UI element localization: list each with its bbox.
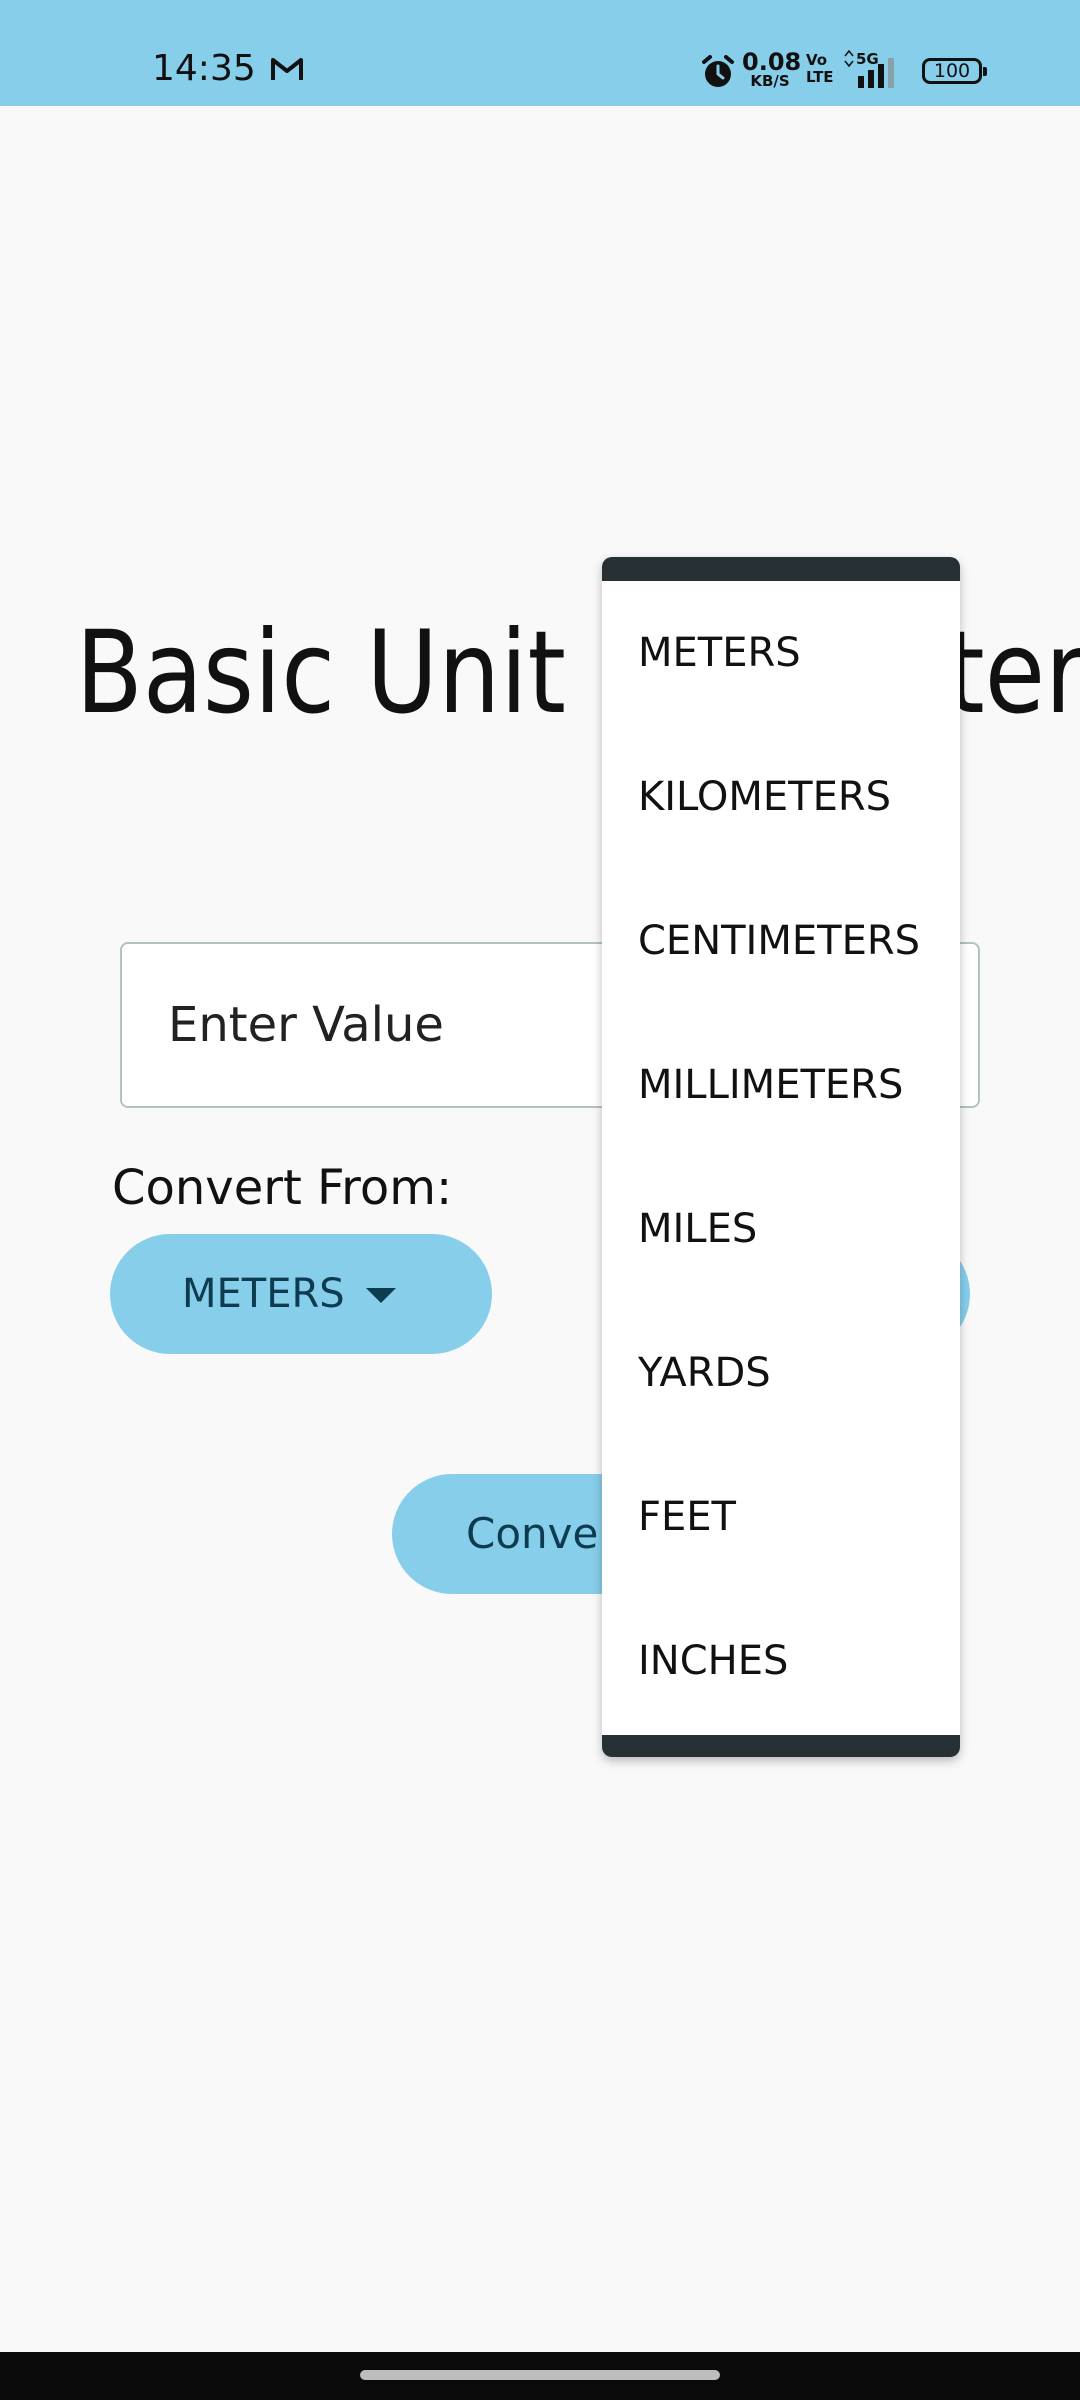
- dropdown-option-meters[interactable]: METERS: [638, 630, 801, 676]
- volte-bottom: LTE: [806, 68, 834, 86]
- home-indicator[interactable]: [360, 2370, 720, 2380]
- network-speed-unit: KB/S: [750, 72, 790, 90]
- status-time: 14:35: [152, 48, 256, 89]
- dropdown-option-miles[interactable]: MILES: [638, 1206, 758, 1252]
- battery-level: 100: [933, 60, 971, 82]
- dropdown-option-inches[interactable]: INCHES: [638, 1638, 789, 1684]
- convert-from-label: Convert From:: [112, 1160, 453, 1216]
- dropdown-option-feet[interactable]: FEET: [638, 1494, 736, 1540]
- volte-indicator: Vo LTE: [806, 52, 834, 86]
- dropdown-option-centimeters[interactable]: CENTIMETERS: [638, 918, 921, 964]
- convert-from-dropdown-button[interactable]: METERS: [110, 1234, 492, 1354]
- gmail-icon: [271, 58, 303, 80]
- dropdown-bottom-edge: [602, 1735, 960, 1757]
- network-speed-value: 0.08: [742, 48, 802, 76]
- alarm-icon: [702, 55, 734, 87]
- navigation-bar: [0, 2352, 1080, 2400]
- dropdown-option-millimeters[interactable]: MILLIMETERS: [638, 1062, 904, 1108]
- battery-icon: 100: [922, 58, 987, 84]
- unit-options-list: METERS KILOMETERS CENTIMETERS MILLIMETER…: [602, 581, 960, 1733]
- volte-top: Vo: [806, 51, 828, 69]
- signal-icon: 5G: [844, 50, 894, 88]
- dropdown-option-yards[interactable]: YARDS: [638, 1350, 771, 1396]
- network-type-label: 5G: [856, 50, 879, 68]
- dropdown-top-edge: [602, 557, 960, 581]
- dropdown-arrow-icon: [366, 1288, 396, 1303]
- network-speed: 0.08 KB/S: [742, 48, 802, 90]
- unit-dropdown-menu: METERS KILOMETERS CENTIMETERS MILLIMETER…: [602, 557, 960, 1757]
- convert-from-selected-unit: METERS: [182, 1271, 345, 1317]
- status-bar: 14:35 0.08 KB/S Vo LTE 5G 100: [0, 0, 1080, 106]
- dropdown-option-kilometers[interactable]: KILOMETERS: [638, 774, 892, 820]
